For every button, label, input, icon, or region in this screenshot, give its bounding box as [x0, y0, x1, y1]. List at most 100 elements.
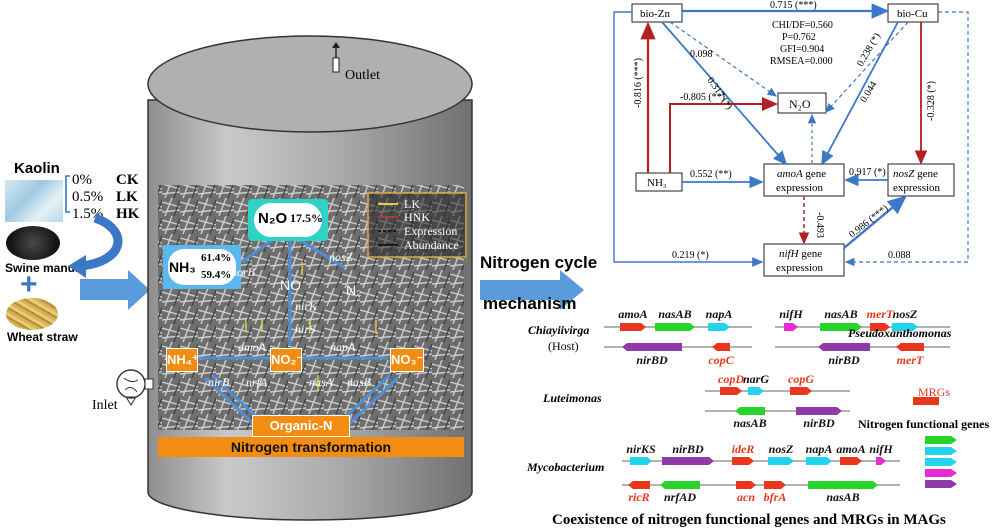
- organism-luteimonas: Luteimonas: [542, 391, 602, 405]
- gene-arrow-m_amoA: [840, 457, 862, 465]
- path-label-nh3-zn: -0.816 (***): [633, 58, 644, 108]
- gene-label-p_merT2: merT: [897, 353, 924, 367]
- gene-label-m_nifH: nifH: [869, 442, 893, 456]
- legend-hnk: HNK: [404, 210, 430, 224]
- nh3-pct-2: 59.4%: [201, 269, 232, 281]
- swine-manure-image: [6, 226, 60, 260]
- organism-pseudoxanthomonas: Pseudoxanthomonas: [848, 326, 952, 340]
- nitrogen-transformation-bar: Nitrogen transformation: [158, 437, 464, 457]
- gene-label-m_nosZ: nosZ: [769, 442, 794, 456]
- gene-arrow-c_napA: [708, 323, 730, 331]
- wheat-straw-label: Wheat straw: [7, 330, 78, 344]
- node-label-amoa: amoA gene: [777, 168, 826, 180]
- gene-arrow-c_copC: [712, 343, 730, 351]
- gene-arrow-p_merT1: [870, 323, 890, 331]
- gene-arrow-c_nirBD: [622, 343, 682, 351]
- gene-arrow-m_nifH: [876, 457, 886, 465]
- gene-arrow-l_nirBD: [796, 407, 842, 415]
- mechanism-line-1: Nitrogen cycle: [480, 253, 598, 272]
- gene-label-m_acn: acn: [737, 490, 755, 504]
- inlet-stand: [125, 396, 137, 406]
- node-label-nosz: nosZ gene: [893, 168, 938, 180]
- organism-chiayiivirga: Chiayiivirga: [528, 323, 589, 337]
- node-nifh: [763, 243, 845, 277]
- gene-arrow-l_nasAB: [735, 407, 765, 415]
- gene-arrow-p_nirBD: [818, 343, 870, 351]
- path-label-nosz-amoa: 0.917 (*): [849, 167, 886, 178]
- legend-nfg-arrow: [925, 447, 957, 455]
- path-label-cu-nifh: 0.088: [888, 250, 911, 261]
- legend-nfg-arrow: [925, 469, 957, 477]
- gene-napA: napA: [330, 340, 356, 354]
- gene-label-c_nirBD: nirBD: [636, 353, 668, 367]
- gene-arrow-l_narG: [748, 387, 764, 395]
- gene-label-l_nirBD: nirBD: [803, 416, 835, 430]
- no3-box: NO₃⁻: [390, 348, 424, 372]
- gene-arrow-m_nirBD: [662, 457, 714, 465]
- feed-arrow: [80, 270, 150, 310]
- gene-arrow-m_nosZ: [768, 457, 794, 465]
- gene-label-m_ideR: ideR: [732, 442, 755, 456]
- gene-nasB: nasB: [347, 375, 371, 389]
- organic-n-box: Organic-N: [252, 415, 350, 437]
- gene-arrow-m_ricR: [628, 481, 650, 489]
- gene-arrow-c_nasAB: [655, 323, 695, 331]
- gene-nosZ: nosZ: [329, 250, 353, 264]
- legend-nfg-arrow: [925, 436, 957, 444]
- path-label-nh3-nifh: 0.219 (*): [672, 250, 709, 261]
- gene-label-c_nasAB: nasAB: [658, 307, 691, 321]
- gene-arrow-p_nasAB: [820, 323, 862, 331]
- swine-manure-label: Swine manure: [5, 261, 87, 275]
- legend-mrgs-arrow: [913, 397, 939, 405]
- outlet-label: Outlet: [345, 68, 380, 83]
- gene-label-p_merT1: merT: [867, 307, 894, 321]
- path-label-amoa-nifh: -0.493: [814, 212, 825, 238]
- gene-label-m_amoA: amoA: [836, 442, 865, 456]
- nh3-pct-1: 61.4%: [201, 252, 232, 264]
- gene-nirB: nirB: [208, 375, 230, 389]
- organism-mycobacterium: Mycobacterium: [526, 460, 604, 474]
- nh3-label: NH₃: [169, 259, 196, 275]
- gene-arrow-m_nrfAD: [660, 481, 700, 489]
- curved-arrow-head: [68, 255, 86, 278]
- gene-label-p_nasAB: nasAB: [824, 307, 857, 321]
- gene-amoA: amoA: [238, 340, 266, 354]
- gene-arrow-m_bfrA: [764, 481, 786, 489]
- gene-nirK: nirK: [295, 299, 318, 313]
- gene-arrow-m_acn: [736, 481, 756, 489]
- gene-label-m_bfrA: bfrA: [764, 490, 787, 504]
- kaolin-image: [5, 180, 63, 222]
- gene-label-c_copC: copC: [708, 353, 734, 367]
- path-label-zn-n2o: 0.098: [690, 49, 713, 60]
- path-label-nh3-amoa: 0.552 (**): [690, 169, 732, 180]
- node-label-nifh: nifH gene: [779, 248, 822, 260]
- path-label-nh3-n2o: -0.805 (**): [680, 92, 725, 103]
- gene-label-l_narG: narG: [743, 372, 769, 386]
- gene-label-m_nirKS: nirKS: [626, 442, 656, 456]
- nh3-cloud: NH₃ 61.4% 59.4%: [163, 245, 241, 289]
- kaolin-title: Kaolin: [14, 160, 60, 177]
- caption: Coexistence of nitrogen functional genes…: [552, 512, 946, 528]
- gene-label-m_napA: napA: [806, 442, 833, 456]
- node-label-amoa-2: expression: [776, 182, 824, 194]
- gene-label-p_nirBD: nirBD: [828, 353, 860, 367]
- gene-arrows: [245, 262, 377, 390]
- nitrogen-pathways: [196, 236, 400, 427]
- legend-nfg-arrow: [925, 458, 957, 466]
- gene-arrow-m_ideR: [732, 457, 754, 465]
- gene-label-p_nosZ: nosZ: [893, 307, 918, 321]
- node-label-bio-zn: bio-Zn: [640, 8, 670, 20]
- legend-nfg-arrow: [925, 480, 957, 488]
- wheat-straw-image: [6, 298, 58, 330]
- node-label-nifh-2: expression: [776, 262, 824, 274]
- n2o-pct: 17.5%: [290, 211, 323, 225]
- gene-arrow-m_nasAB: [808, 481, 878, 489]
- gene-label-c_napA: napA: [706, 307, 733, 321]
- gene-arrow-l_copG: [790, 387, 812, 395]
- gene-arrow-p_nosZ: [892, 323, 918, 331]
- gene-norB: norB: [231, 265, 255, 279]
- gene-arrow-p_merT2: [896, 343, 924, 351]
- reactor-top: [147, 35, 473, 133]
